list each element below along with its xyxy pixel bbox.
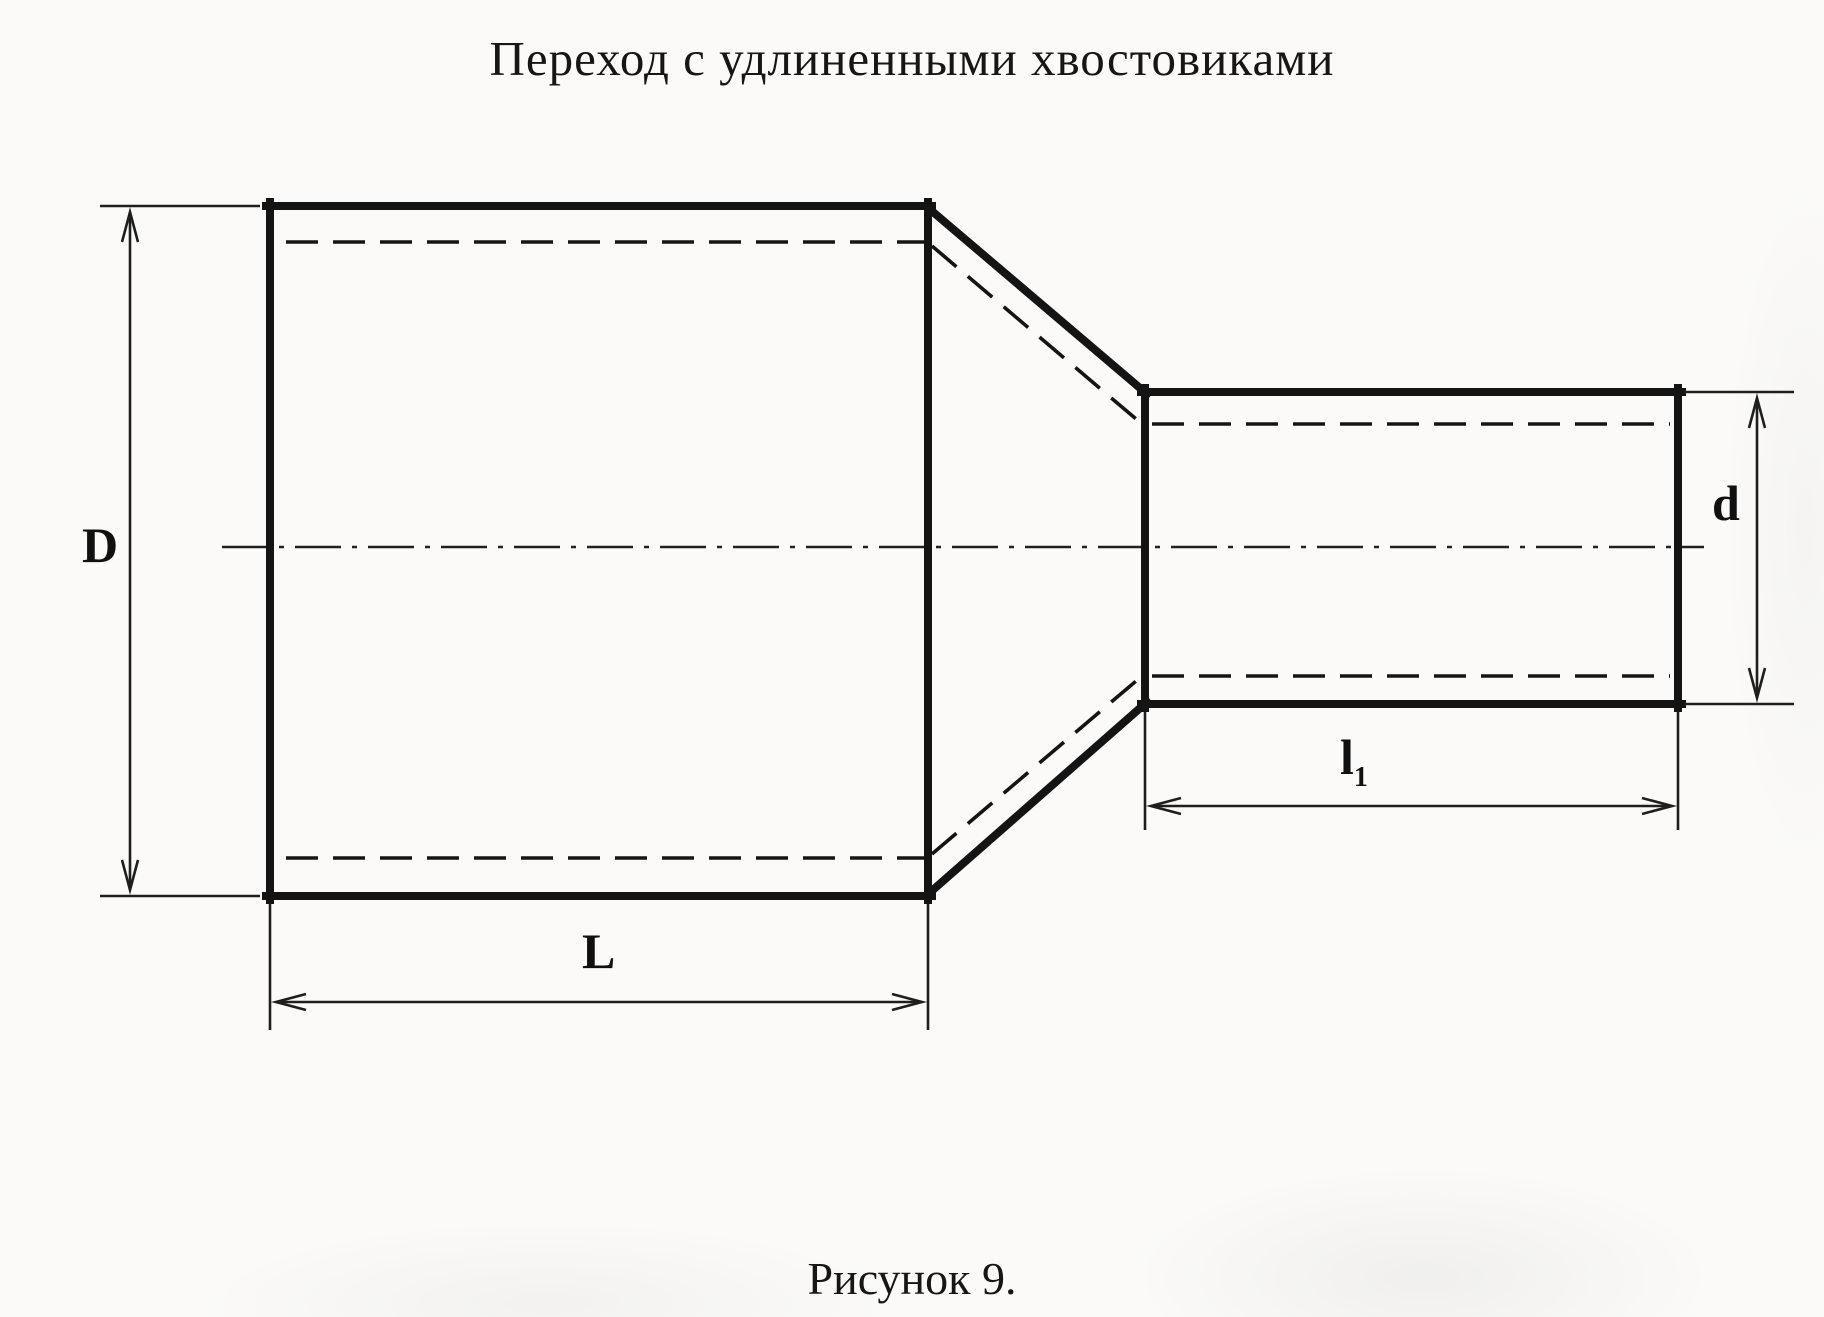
label-large-diameter: D [82, 517, 118, 573]
dimension-large-diameter: D [82, 204, 260, 898]
arrowhead-left [270, 992, 307, 1012]
figure-caption: Рисунок 9. [807, 1253, 1017, 1304]
arrowhead-up [1747, 392, 1767, 429]
dimension-small-diameter: d [1684, 390, 1794, 706]
small-cylinder-outline [1137, 384, 1686, 712]
dimension-large-length: L [268, 904, 930, 1030]
arrowhead-down [120, 859, 140, 896]
label-small-length: l1 [1340, 729, 1368, 793]
label-small-length-subscript: 1 [1354, 762, 1368, 793]
arrowhead-up [120, 206, 140, 243]
dimension-small-length: l1 [1143, 712, 1680, 830]
arrowhead-left [1145, 796, 1182, 816]
arrowhead-down [1747, 667, 1767, 704]
label-large-length: L [582, 923, 615, 979]
inner-wall-hidden-lines [286, 240, 1670, 860]
arrowhead-right [891, 992, 928, 1012]
cone-section-outline [920, 200, 1153, 902]
drawing-title: Переход с удлиненными хвостовиками [489, 31, 1335, 86]
large-cylinder-outline [262, 198, 936, 904]
label-small-length-base: l [1340, 729, 1354, 785]
label-small-diameter: d [1712, 475, 1740, 531]
arrowhead-right [1641, 796, 1678, 816]
